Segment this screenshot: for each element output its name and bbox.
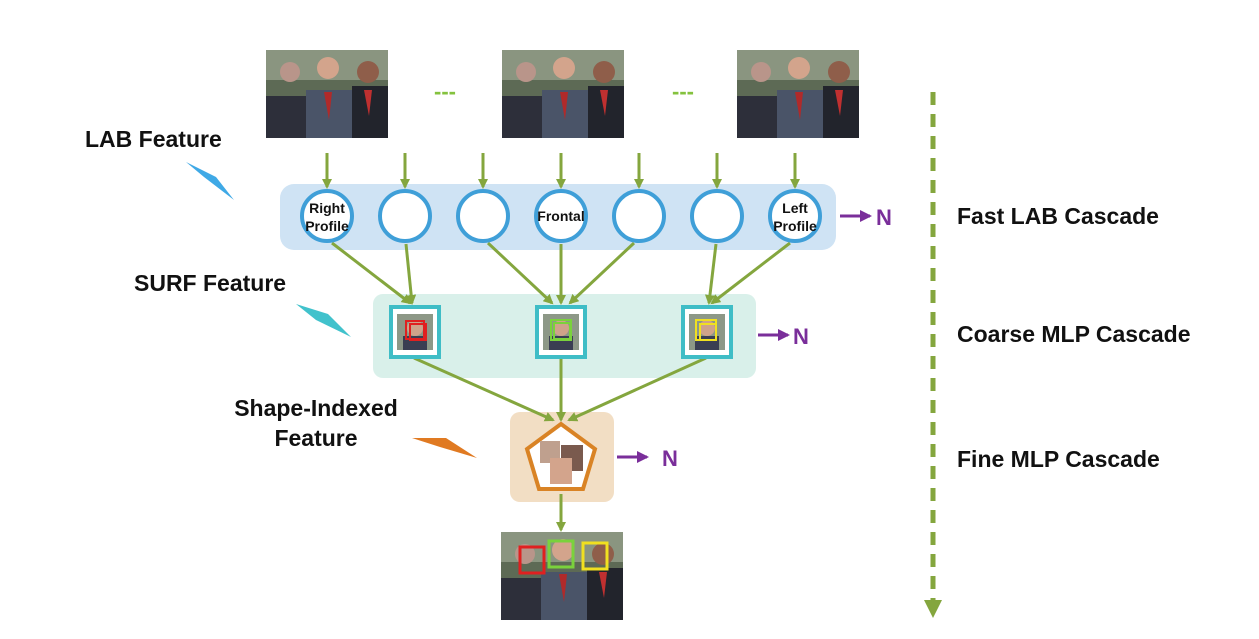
surf-feature-pointer (296, 304, 351, 337)
input-photo-1 (266, 50, 388, 138)
surf-box-2 (535, 305, 587, 359)
shape-feature-label-2: Feature (274, 425, 357, 451)
shape-feature-pointer (412, 438, 477, 458)
progress-arrow-head (924, 600, 942, 618)
right-profile-label-1: Right (309, 200, 345, 216)
output-photo (501, 532, 623, 620)
lab-node-2 (378, 189, 432, 243)
coarse-mlp-cascade-label: Coarse MLP Cascade (957, 321, 1191, 347)
dash-separator-1: --- (434, 79, 456, 104)
arrow-node1-to-surf1 (331, 241, 412, 305)
dash-separator-2: --- (672, 79, 694, 104)
frontal-label: Frontal (537, 208, 584, 224)
arrow-surf1-to-shape (413, 356, 555, 422)
reject-label-shape: N (662, 446, 678, 471)
arrow-surf3-to-shape (567, 356, 707, 422)
detection-box-green (547, 539, 575, 569)
arrow-node2-to-surf1 (404, 243, 417, 305)
detection-box-red (518, 545, 546, 575)
lab-node-frontal (534, 189, 588, 243)
surf-box-3 (681, 305, 733, 359)
arrow-node3-to-surf2 (486, 241, 554, 305)
lab-node-left-profile (768, 189, 822, 243)
surf-box-1 (389, 305, 441, 359)
reject-label-surf: N (793, 324, 809, 349)
lab-node-6 (690, 189, 744, 243)
lab-feature-label: LAB Feature (85, 126, 222, 152)
shape-feature-label-1: Shape-Indexed (234, 395, 398, 421)
input-photo-2 (502, 50, 624, 138)
lab-node-5 (612, 189, 666, 243)
lab-node-3 (456, 189, 510, 243)
shape-indexed-pentagon (524, 421, 598, 491)
lab-feature-pointer (186, 162, 234, 200)
arrow-node5-to-surf2 (568, 241, 636, 305)
input-photo-3 (737, 50, 859, 138)
arrow-node6-to-surf3 (704, 243, 718, 305)
fast-lab-cascade-label: Fast LAB Cascade (957, 203, 1159, 229)
lab-node-right-profile (300, 189, 354, 243)
left-profile-label-2: Profile (773, 218, 817, 234)
detection-box-yellow (581, 541, 609, 571)
arrow-node7-to-surf3 (710, 241, 791, 305)
right-profile-label-2: Profile (305, 218, 349, 234)
reject-label-lab: N (876, 205, 892, 230)
left-profile-label-1: Left (782, 200, 808, 216)
surf-feature-label: SURF Feature (134, 270, 286, 296)
fine-mlp-cascade-label: Fine MLP Cascade (957, 446, 1160, 472)
